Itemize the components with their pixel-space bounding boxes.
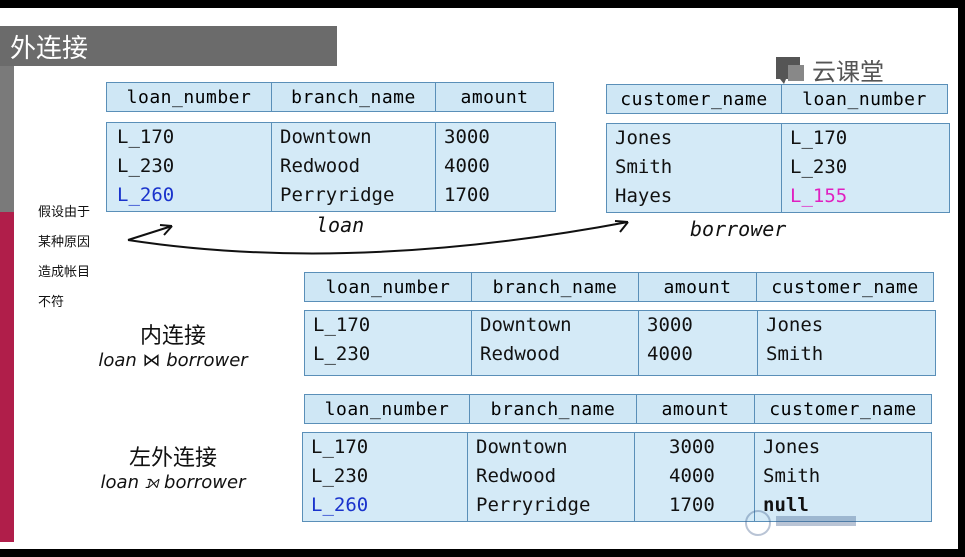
customer-name-column: Jones Smith xyxy=(758,311,935,375)
mismatch-arrows xyxy=(127,220,629,255)
table-cell-null: null xyxy=(763,494,809,516)
column-header: branch_name xyxy=(272,83,436,111)
table-cell-highlight: L_260 xyxy=(311,494,369,516)
amount-column: 3000 4000 xyxy=(639,311,758,375)
table-cell-highlight: L_155 xyxy=(790,185,848,207)
table-cell: L_230 xyxy=(311,465,369,487)
side-accent-gray xyxy=(0,66,14,212)
table-cell: Perryridge xyxy=(476,494,591,516)
table-cell: Redwood xyxy=(476,465,557,487)
table-cell: Downtown xyxy=(480,314,572,336)
table-cell: L_170 xyxy=(311,436,369,458)
loan-caption: loan xyxy=(316,213,365,237)
inner-join-expression: loan ⋈ borrower xyxy=(98,350,248,371)
table-cell: 3000 xyxy=(444,126,490,148)
amount-column: 3000 4000 1700 xyxy=(436,123,555,211)
note-line: 假设由于 xyxy=(38,205,91,220)
table-cell: Smith xyxy=(763,465,821,487)
column-header: amount xyxy=(637,395,755,423)
logo: 云课堂 xyxy=(774,52,884,87)
inner-join-title: 内连接 xyxy=(139,324,206,349)
table-cell: Smith xyxy=(615,156,673,178)
logo-text: 云课堂 xyxy=(812,58,884,86)
borrower-table-body: Jones Smith Hayes L_170 L_230 L_155 xyxy=(606,123,950,213)
table-cell: Jones xyxy=(615,127,673,149)
column-header: loan_number xyxy=(107,83,272,111)
left-join-expression: loan ⟕ borrower xyxy=(100,472,246,493)
table-cell: Downtown xyxy=(280,126,372,148)
column-header: loan_number xyxy=(802,88,927,110)
left-join-title: 左外连接 xyxy=(128,446,217,471)
table-cell: Jones xyxy=(763,436,821,458)
customer-name-column: Jones Smith Hayes xyxy=(607,124,782,212)
amount-column: 3000 4000 1700 xyxy=(635,433,755,521)
column-header: loan_number xyxy=(305,395,470,423)
table-cell: L_170 xyxy=(117,126,175,148)
customer-name-column: Jones Smith null xyxy=(755,433,931,521)
university-watermark-icon xyxy=(745,510,856,536)
loan-number-column: L_170 L_230 L_260 xyxy=(107,123,272,211)
loan-number-column: L_170 L_230 L_155 xyxy=(782,124,949,212)
inner-join-header: loan_number branch_name amount customer_… xyxy=(304,272,934,302)
inner-join-table-body: L_170 L_230 Downtown Redwood 3000 4000 J… xyxy=(304,310,936,376)
table-cell: Downtown xyxy=(476,436,568,458)
table-cell: 3000 xyxy=(669,436,715,458)
loan-number-column: L_170 L_230 xyxy=(305,311,472,375)
table-cell: L_230 xyxy=(313,343,371,365)
column-header: customer_name xyxy=(771,276,919,298)
table-cell: L_170 xyxy=(313,314,371,336)
borrower-header: customer_name loan_number xyxy=(606,84,948,114)
table-cell: Redwood xyxy=(480,343,561,365)
table-cell: Smith xyxy=(766,343,824,365)
slide: 外连接 云课堂 loan_number branch_name amount L… xyxy=(0,8,958,549)
mismatch-note: 假设由于 某种原因 造成帐目 不符 xyxy=(38,198,90,318)
loan-number-column: L_170 L_230 L_260 xyxy=(303,433,468,521)
table-cell: Redwood xyxy=(280,155,361,177)
column-header: customer_name xyxy=(769,398,917,420)
column-header: amount xyxy=(460,86,529,108)
table-cell: 1700 xyxy=(444,184,490,206)
table-cell: 4000 xyxy=(669,465,715,487)
left-join-header: loan_number branch_name amount customer_… xyxy=(304,394,932,424)
note-line: 某种原因 xyxy=(38,235,91,250)
loan-header: loan_number branch_name amount xyxy=(106,82,554,112)
table-cell: 1700 xyxy=(669,494,715,516)
left-join-table-body: L_170 L_230 L_260 Downtown Redwood Perry… xyxy=(302,432,932,522)
borrower-caption: borrower xyxy=(690,217,787,241)
table-cell: Jones xyxy=(766,314,824,336)
column-header: loan_number xyxy=(305,273,472,301)
column-header: branch_name xyxy=(472,273,639,301)
side-accent-red xyxy=(0,212,14,542)
column-header: customer_name xyxy=(607,85,782,113)
branch-name-column: Downtown Redwood Perryridge xyxy=(468,433,635,521)
table-cell-highlight: L_260 xyxy=(117,184,175,206)
table-cell: 4000 xyxy=(444,155,490,177)
slide-title: 外连接 xyxy=(10,34,89,64)
branch-name-column: Downtown Redwood Perryridge xyxy=(272,123,436,211)
cloud-classroom-icon xyxy=(776,56,804,84)
title-bar: 外连接 xyxy=(0,26,337,66)
left-join-label: 左外连接 loan ⟕ borrower xyxy=(74,440,272,493)
table-cell: 3000 xyxy=(647,314,693,336)
column-header: amount xyxy=(639,273,757,301)
table-cell: L_170 xyxy=(790,127,848,149)
loan-table-body: L_170 L_230 L_260 Downtown Redwood Perry… xyxy=(106,122,556,212)
inner-join-label: 内连接 loan ⋈ borrower xyxy=(78,318,268,371)
column-header: branch_name xyxy=(470,395,637,423)
table-cell: Hayes xyxy=(615,185,673,207)
table-cell: L_230 xyxy=(117,155,175,177)
table-cell: 4000 xyxy=(647,343,693,365)
table-cell: L_230 xyxy=(790,156,848,178)
note-line: 不符 xyxy=(38,295,65,310)
note-line: 造成帐目 xyxy=(38,265,91,280)
branch-name-column: Downtown Redwood xyxy=(472,311,639,375)
table-cell: Perryridge xyxy=(280,184,395,206)
